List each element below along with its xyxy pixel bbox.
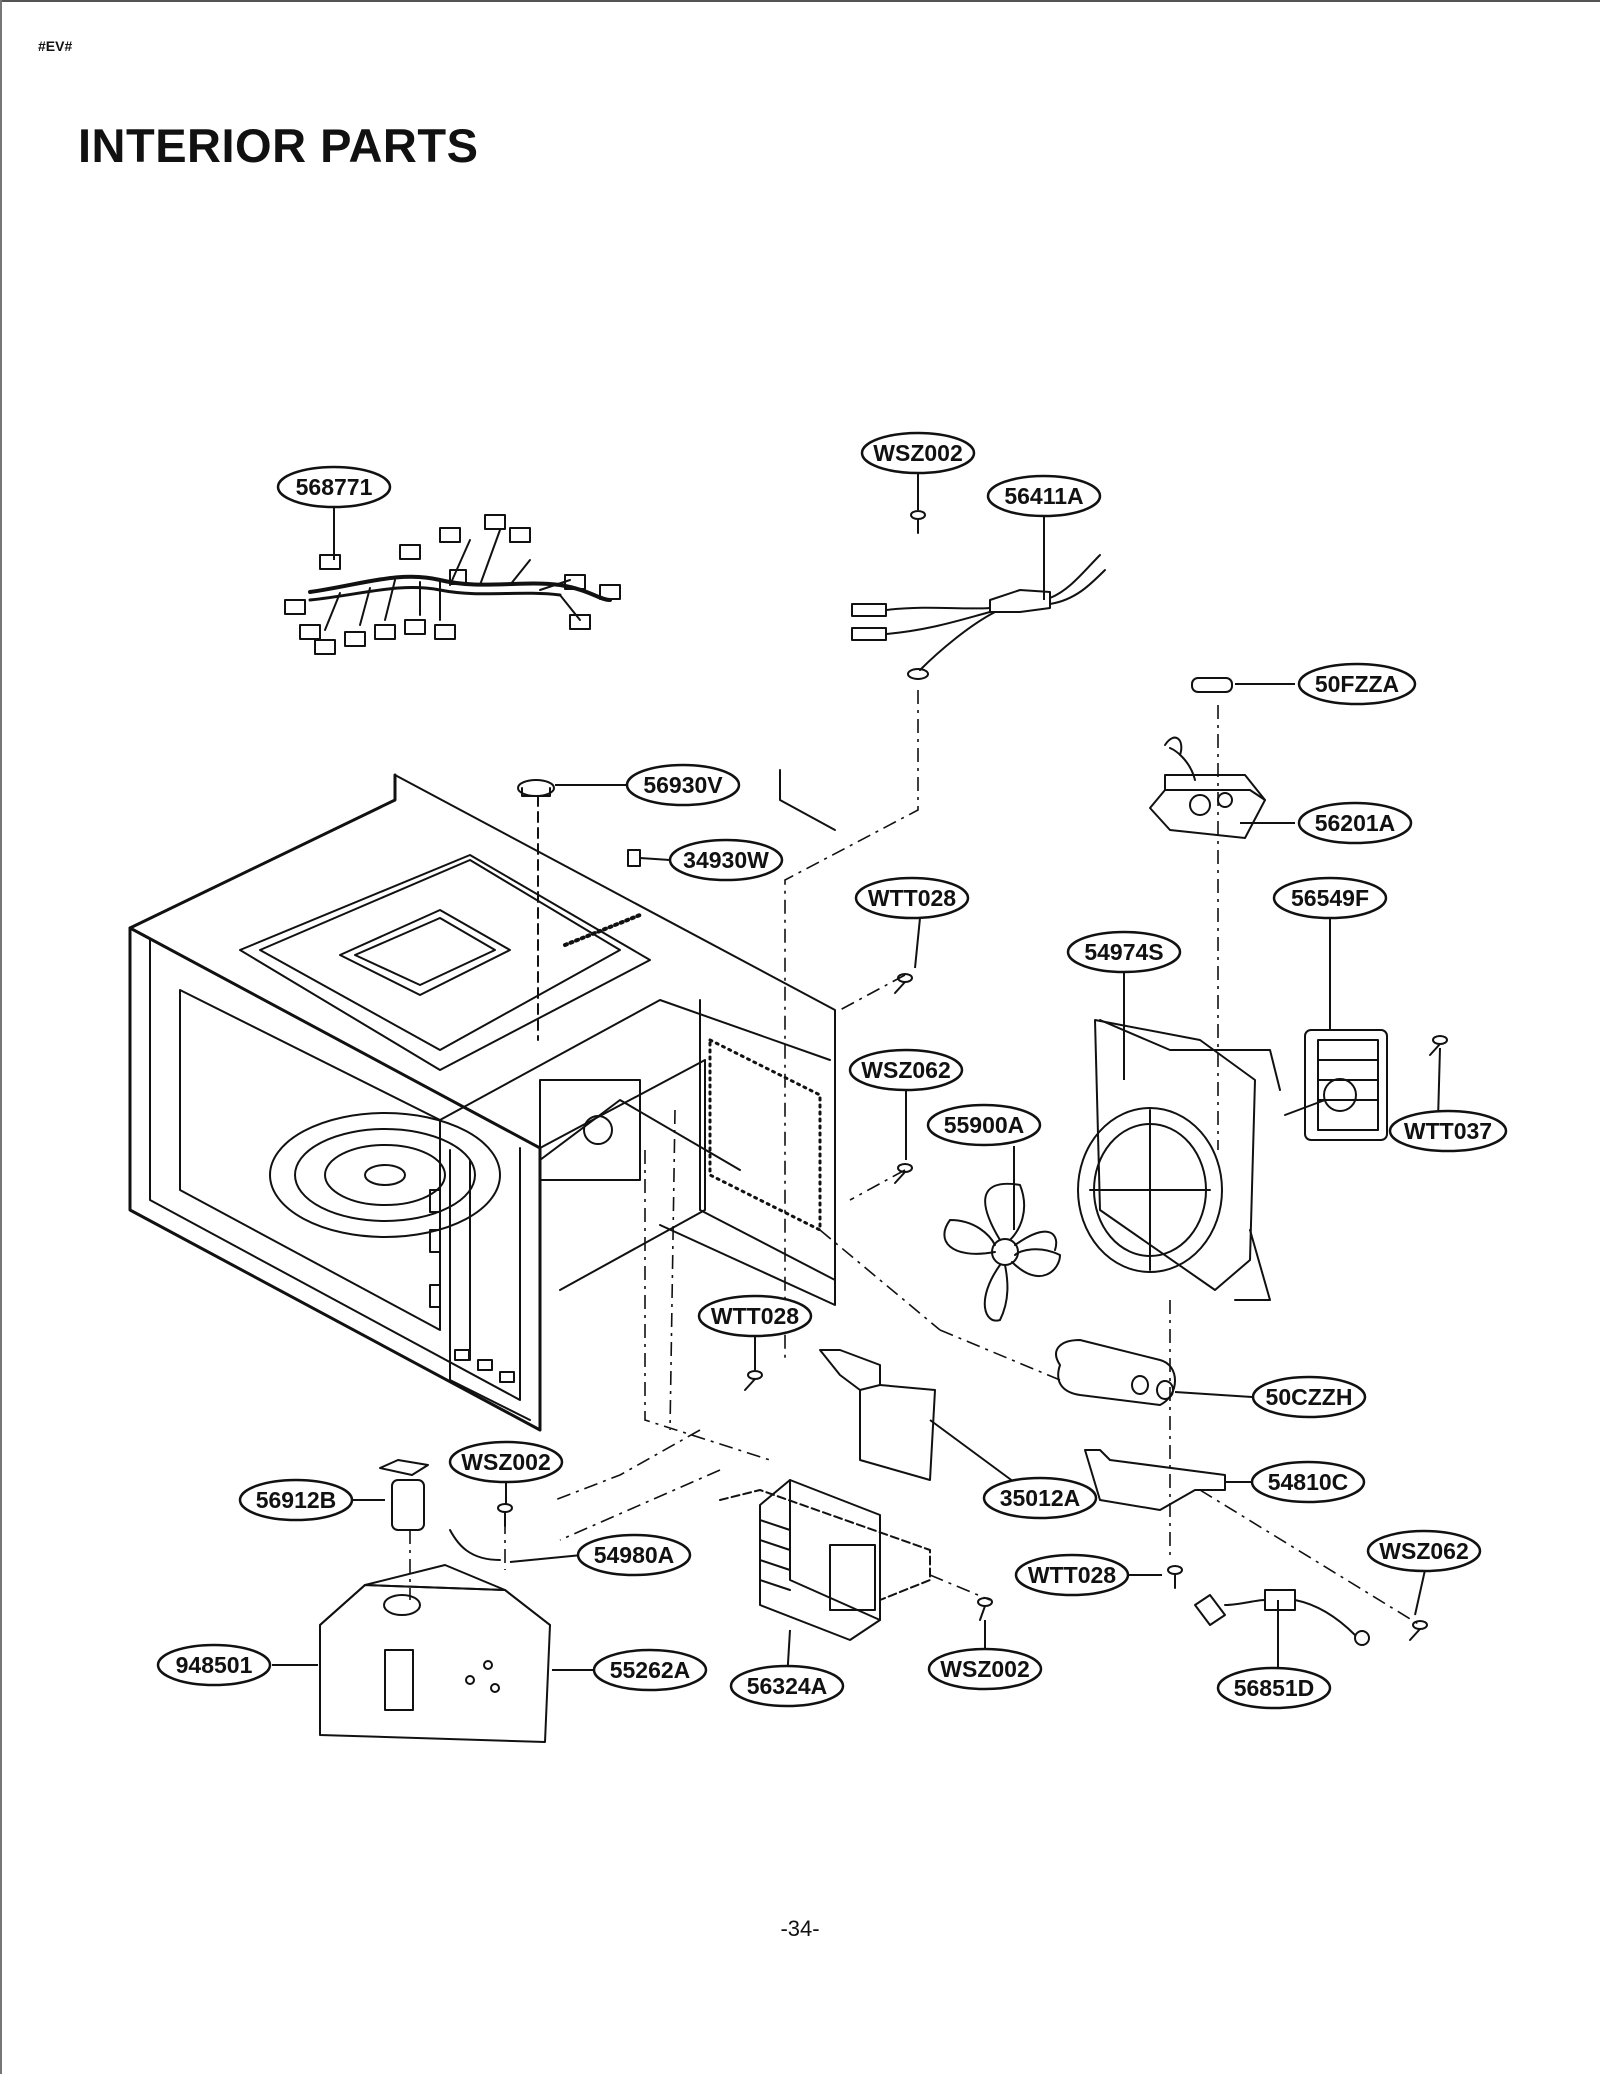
capacitor-bracket-part — [1084, 1449, 1226, 1511]
part-callout: WTT028 — [697, 1294, 813, 1338]
part-label: WTT028 — [1028, 1562, 1116, 1588]
part-callout: 50CZZH — [1251, 1375, 1367, 1419]
magnetron-part — [719, 1479, 931, 1641]
part-callout: 34930W — [668, 838, 784, 882]
part-label: 56549F — [1291, 885, 1369, 911]
part-label: WSZ062 — [861, 1057, 950, 1083]
wire-harness-part — [284, 514, 621, 655]
assembly-guide-lines — [409, 690, 1421, 1626]
part-callout: 56930V — [625, 763, 741, 807]
part-label: 35012A — [1000, 1485, 1081, 1511]
part-callout: 948501 — [156, 1643, 272, 1687]
leader-lines — [272, 473, 1441, 1681]
noise-filter-board-part — [1149, 736, 1266, 839]
page-number: -34- — [780, 1916, 820, 1941]
part-callout: WSZ002 — [448, 1440, 564, 1484]
oven-cavity-part — [128, 769, 836, 1432]
part-label: 56411A — [1004, 483, 1083, 509]
part-label: 948501 — [176, 1652, 253, 1678]
part-callout: 56549F — [1272, 876, 1388, 920]
part-callout: WSZ062 — [1366, 1529, 1482, 1573]
part-callout: 56324A — [729, 1664, 845, 1708]
part-label: WSZ002 — [873, 440, 962, 466]
header-code: #EV# — [38, 38, 73, 54]
page-border-top — [0, 0, 1600, 2]
cover-box-part — [319, 1564, 551, 1743]
part-label: 50FZZA — [1315, 671, 1399, 697]
part-callout: WTT028 — [854, 876, 970, 920]
part-callout: WSZ002 — [860, 431, 976, 475]
part-callout: 54810C — [1250, 1460, 1366, 1504]
fan-motor-part — [1284, 1029, 1388, 1141]
sensor-part — [379, 1459, 429, 1531]
part-label: 50CZZH — [1266, 1384, 1353, 1410]
cutoff-wire-part — [449, 1529, 501, 1561]
part-label: 55262A — [610, 1657, 691, 1683]
part-label: WTT028 — [868, 885, 956, 911]
part-label: 55900A — [944, 1112, 1025, 1138]
part-label: 56912B — [256, 1487, 337, 1513]
part-callout: WSZ002 — [927, 1647, 1043, 1691]
part-label: 54810C — [1268, 1469, 1349, 1495]
part-label: 56851D — [1234, 1675, 1315, 1701]
part-callout: 56851D — [1216, 1666, 1332, 1710]
power-cord-part — [851, 554, 1106, 680]
part-label: WSZ002 — [940, 1656, 1029, 1682]
capacitor-part — [1055, 1339, 1176, 1406]
fan-guide-part — [1077, 1019, 1281, 1301]
part-callout: 50FZZA — [1297, 662, 1417, 706]
mounting-bracket-part — [819, 1349, 936, 1481]
thermostat-part — [517, 779, 555, 1041]
part-label: WSZ062 — [1379, 1538, 1468, 1564]
part-label: 56324A — [747, 1673, 828, 1699]
part-label: 34930W — [683, 847, 769, 873]
part-label: 54974S — [1084, 939, 1163, 965]
hv-diode-part — [1194, 1589, 1370, 1646]
part-label: 54980A — [594, 1542, 675, 1568]
part-callout: 56201A — [1297, 801, 1413, 845]
part-label: 56930V — [643, 772, 723, 798]
part-callout: WTT028 — [1014, 1553, 1130, 1597]
page-border-left — [0, 0, 2, 2074]
part-callout: WSZ062 — [848, 1048, 964, 1092]
part-label: WTT037 — [1404, 1118, 1492, 1144]
part-callout: 54974S — [1066, 930, 1182, 974]
page-title: INTERIOR PARTS — [78, 119, 479, 172]
part-label: WTT028 — [711, 1303, 799, 1329]
fan-blade-part — [943, 1182, 1061, 1322]
part-callout: 55262A — [592, 1648, 708, 1692]
switch-part — [627, 849, 641, 867]
part-label: WSZ002 — [461, 1449, 550, 1475]
part-callout: 54980A — [576, 1533, 692, 1577]
fuse-part — [1191, 677, 1233, 693]
part-callout: 35012A — [982, 1476, 1098, 1520]
part-callout: 568771 — [276, 465, 392, 509]
part-label: 568771 — [296, 474, 373, 500]
part-label: 56201A — [1315, 810, 1396, 836]
part-callout: 55900A — [926, 1103, 1042, 1147]
part-callout: 56912B — [238, 1478, 354, 1522]
part-callout: WTT037 — [1388, 1109, 1508, 1153]
part-callout: 56411A — [986, 474, 1102, 518]
screw-parts — [497, 510, 1448, 1641]
